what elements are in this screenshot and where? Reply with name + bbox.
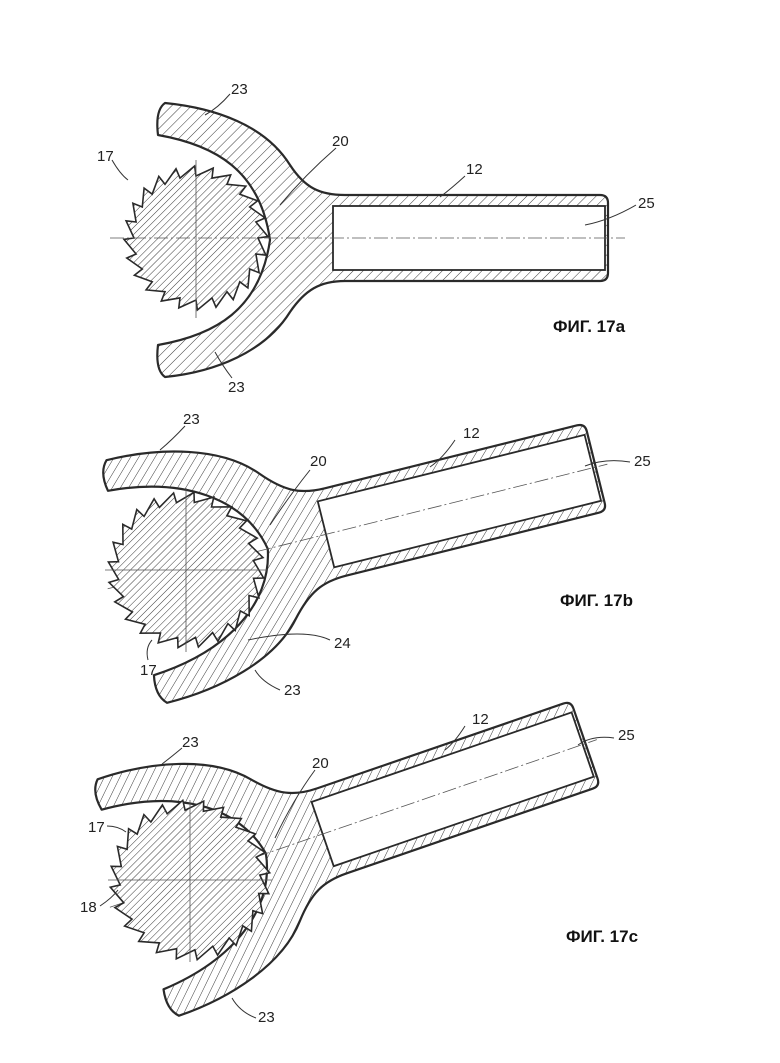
label-12-17c: 12 xyxy=(472,711,489,728)
leader-23-bottom-17b xyxy=(255,670,280,690)
label-23-bottom-17a: 23 xyxy=(228,379,245,396)
label-23-top-17a: 23 xyxy=(231,81,248,98)
label-25-17c: 25 xyxy=(618,727,635,744)
leader-23-bottom-17c xyxy=(232,998,256,1018)
label-12-17b: 12 xyxy=(463,425,480,442)
figure-caption-17a: ФИГ. 17a xyxy=(553,317,626,336)
label-18-17c: 18 xyxy=(80,899,97,916)
label-20-17b: 20 xyxy=(310,453,327,470)
figure-caption-17b: ФИГ. 17b xyxy=(560,591,633,610)
label-20-17a: 20 xyxy=(332,133,349,150)
figure-17b: 23 20 12 25 24 17 23 ФИГ. 17b xyxy=(77,343,650,710)
leader-23-top-17c xyxy=(162,748,182,764)
label-24-17b: 24 xyxy=(334,635,351,652)
leader-17-17a xyxy=(112,160,128,180)
figure-17a: 23 17 20 12 25 23 ФИГ. 17a xyxy=(97,81,655,396)
leader-12-17a xyxy=(440,176,465,197)
leader-23-top-17b xyxy=(160,426,185,450)
label-25-17b: 25 xyxy=(634,453,651,470)
label-23-top-17b: 23 xyxy=(183,411,200,428)
label-23-bottom-17b: 23 xyxy=(284,682,301,699)
label-23-top-17c: 23 xyxy=(182,734,199,751)
label-12-17a: 12 xyxy=(466,161,483,178)
label-20-17c: 20 xyxy=(312,755,329,772)
label-17-17b: 17 xyxy=(140,662,157,679)
leader-17-17c xyxy=(107,826,126,832)
label-17-17a: 17 xyxy=(97,148,114,165)
label-17-17c: 17 xyxy=(88,819,105,836)
figure-caption-17c: ФИГ. 17c xyxy=(566,927,638,946)
leader-17-17b xyxy=(147,640,152,660)
label-23-bottom-17c: 23 xyxy=(258,1009,275,1026)
label-25-17a: 25 xyxy=(638,195,655,212)
